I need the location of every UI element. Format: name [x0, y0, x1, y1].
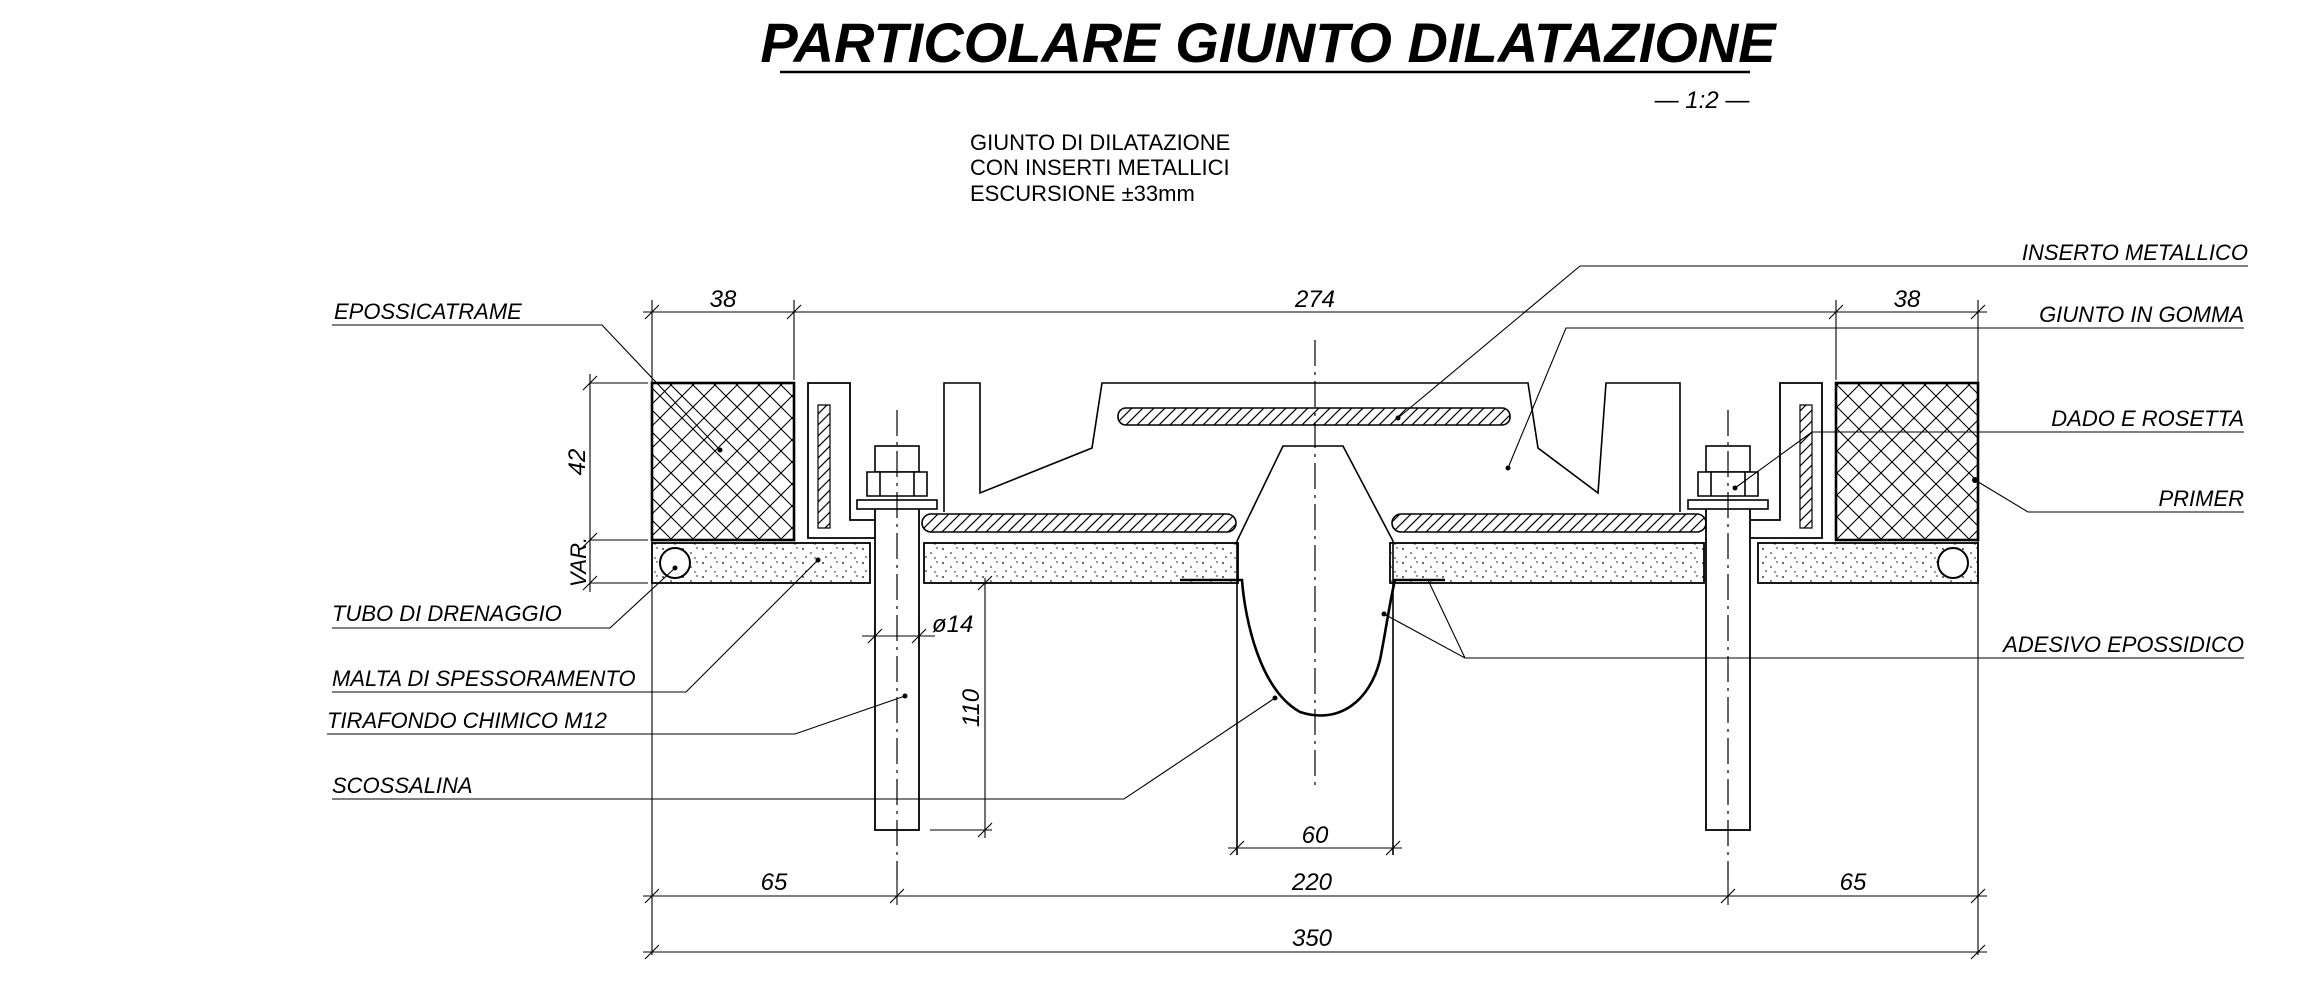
top-metal-insert — [1117, 407, 1511, 426]
drawing-title: PARTICOLARE GIUNTO DILATAZIONE — [760, 11, 1777, 74]
label-tirafondo: TIRAFONDO CHIMICO M12 — [327, 708, 607, 733]
note-line-3: ESCURSIONE ±33mm — [970, 181, 1195, 206]
dim-gap: 60 — [1302, 822, 1329, 849]
dim-var: VAR. — [566, 537, 591, 587]
scossalina-flashing — [1180, 578, 1445, 717]
label-malta-spessoramento: MALTA DI SPESSORAMENTO — [332, 666, 636, 691]
insert-plate-right — [1391, 513, 1707, 533]
label-giunto-gomma: GIUNTO IN GOMMA — [2039, 302, 2244, 327]
dim-top-left: 38 — [710, 286, 737, 313]
label-inserto-metallico: INSERTO METALLICO — [2022, 240, 2248, 265]
scale-label: — 1:2 — — [1654, 87, 1751, 114]
dimension-lines — [582, 304, 1987, 960]
drainage-tube-left — [659, 547, 691, 579]
leader-lines — [327, 265, 2248, 800]
label-tubo-drenaggio: TUBO DI DRENAGGIO — [332, 601, 562, 626]
insert-plate-left — [921, 513, 1237, 533]
dim-top-right: 38 — [1894, 286, 1921, 313]
dim-depth: 110 — [958, 688, 985, 727]
label-scossalina: SCOSSALINA — [332, 773, 473, 798]
extension-lines — [590, 300, 1979, 955]
label-primer: PRIMER — [2158, 486, 2244, 511]
drainage-tube-right — [1937, 547, 1969, 579]
metal-angle-right — [1717, 382, 1823, 539]
note-line-1: GIUNTO DI DILATAZIONE — [970, 130, 1230, 155]
dim-total: 350 — [1292, 925, 1333, 952]
note-line-2: CON INSERTI METALLICI — [970, 155, 1230, 180]
epoxy-tar-block-right — [1834, 381, 1980, 542]
dim-height-block: 42 — [564, 449, 591, 476]
dim-bot-mid: 220 — [1291, 869, 1333, 896]
rubber-joint-profile — [943, 382, 1681, 512]
epoxy-tar-block-left — [650, 381, 796, 542]
label-dado-rosetta: DADO E ROSETTA — [2051, 406, 2244, 431]
dim-diameter: ø14 — [932, 611, 973, 638]
label-adesivo-epossidico: ADESIVO EPOSSIDICO — [2001, 632, 2244, 657]
label-epossicatrame: EPOSSICATRAME — [334, 299, 522, 324]
dim-bot-right: 65 — [1840, 869, 1867, 896]
dim-bot-left: 65 — [761, 869, 788, 896]
rubber-joint-bulb — [1236, 445, 1394, 542]
dim-top-mid: 274 — [1294, 286, 1335, 313]
